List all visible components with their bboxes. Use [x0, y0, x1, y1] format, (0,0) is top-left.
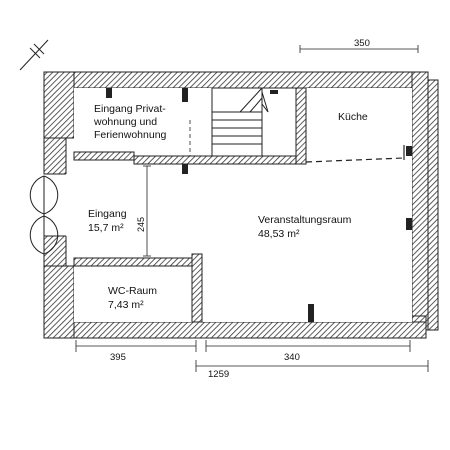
staircase: [212, 87, 269, 156]
room-eingang-privat-line1: Eingang Privat-: [94, 103, 166, 115]
dimension-top-right: 350: [299, 38, 419, 53]
room-wc-area: 7,43 m²: [108, 299, 144, 311]
room-veranstaltung: Veranstaltungsraum 48,53 m²: [258, 214, 352, 240]
dimension-total-label: 1259: [208, 369, 229, 380]
entrance-double-door-icon: [29, 175, 59, 255]
room-wc-name: WC-Raum: [108, 285, 157, 297]
room-eingang: Eingang 15,7 m²: [88, 208, 127, 234]
room-eingang-privat-line3: Ferienwohnung: [94, 129, 167, 141]
dimension-bottom-right-label: 340: [284, 352, 300, 363]
room-wc: WC-Raum 7,43 m²: [108, 285, 157, 311]
room-eingang-privat: Eingang Privat- wohnung und Ferienwohnun…: [93, 103, 167, 141]
north-arrow-icon: [19, 39, 49, 71]
dimension-vertical: 245: [136, 165, 151, 257]
room-kueche-label: Küche: [338, 111, 368, 123]
dimension-bottom: 395 340 1259: [75, 340, 429, 380]
dimension-top-right-label: 350: [354, 38, 370, 49]
room-veranstaltung-area: 48,53 m²: [258, 228, 300, 240]
room-eingang-name: Eingang: [88, 208, 127, 220]
dimension-vertical-label: 245: [136, 217, 146, 232]
interior-walls: [73, 87, 412, 323]
dimension-bottom-left-label: 395: [110, 352, 126, 363]
outer-walls: [43, 71, 439, 339]
room-veranstaltung-name: Veranstaltungsraum: [258, 214, 352, 226]
room-eingang-privat-line2: wohnung und: [93, 116, 157, 128]
room-eingang-area: 15,7 m²: [88, 222, 124, 234]
